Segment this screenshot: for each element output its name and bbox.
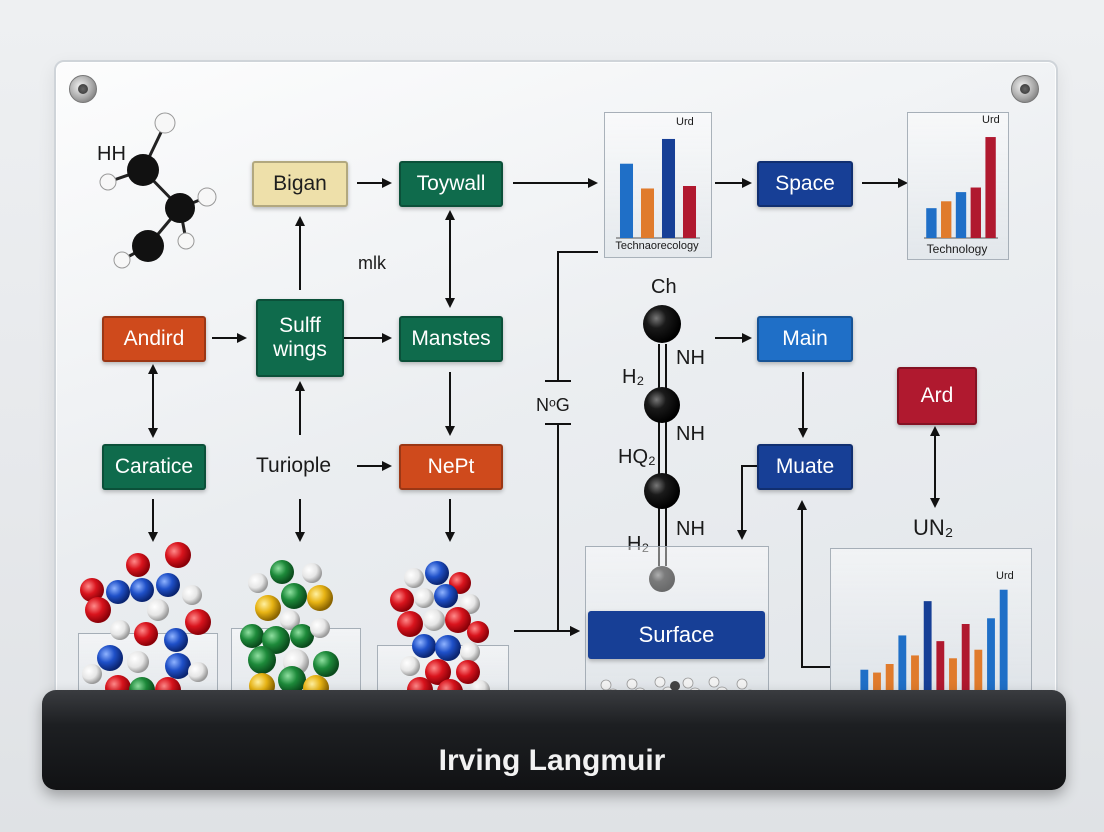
sulff-wings-box: Sulff wings xyxy=(256,299,344,377)
screw-icon xyxy=(1011,75,1039,103)
chart-bar xyxy=(955,192,967,238)
chart-corner-label: Urd xyxy=(676,116,694,128)
andird-box: Andird xyxy=(102,316,206,362)
screw-icon xyxy=(69,75,97,103)
display-base xyxy=(42,690,1066,790)
chain-label-ch: Ch xyxy=(651,276,677,298)
chart-bar xyxy=(961,624,970,704)
bigan-box: Bigan xyxy=(252,161,348,207)
chart-bar xyxy=(860,669,869,704)
chart-bar xyxy=(970,187,981,238)
chart-bar xyxy=(985,137,996,238)
ard-box: Ard xyxy=(897,367,977,425)
chart-bar xyxy=(923,601,932,704)
turiople-label: Turiople xyxy=(256,454,332,477)
chart-bar xyxy=(949,658,957,704)
chart-caption: Technology xyxy=(926,242,988,256)
chart-bar xyxy=(999,589,1008,704)
chart-bar xyxy=(682,186,697,238)
muate-box: Muate xyxy=(757,444,853,490)
nameplate-label: Irving Langmuir xyxy=(438,744,666,777)
chart-bar xyxy=(619,163,634,238)
chart-caption: Technaorecology xyxy=(615,240,699,252)
molecule-label: HH xyxy=(97,143,126,165)
space-box: Space xyxy=(757,161,853,207)
chart-bar xyxy=(911,655,919,704)
chart-bar xyxy=(987,618,995,704)
chain-label-h2: H₂ xyxy=(627,533,650,555)
nept-box: NePt xyxy=(399,444,503,490)
chart-bar xyxy=(885,664,894,704)
chart-bar xyxy=(640,188,655,238)
chain-label-nh: NH xyxy=(676,518,705,540)
chart-bar xyxy=(898,635,907,704)
float-label: mlk xyxy=(358,253,386,273)
chart-bar xyxy=(974,649,983,704)
chain-label-hq2: HQ₂ xyxy=(618,446,656,468)
caratice-box: Caratice xyxy=(102,444,206,490)
chart-bar xyxy=(926,208,937,238)
main-box: Main xyxy=(757,316,853,362)
chain-label-nh: NH xyxy=(676,423,705,445)
chart-bar xyxy=(941,201,952,238)
chain-label-h2: H₂ xyxy=(622,366,645,388)
chart-bar xyxy=(936,641,945,704)
un2-label: UN₂ xyxy=(913,515,954,540)
nog-label: NᵒG xyxy=(536,395,570,415)
acrylic-display-panel xyxy=(54,60,1058,716)
surface-band: Surface xyxy=(588,611,765,659)
chart-bar xyxy=(873,672,881,704)
chain-label-nh: NH xyxy=(676,347,705,369)
manstes-box: Manstes xyxy=(399,316,503,362)
chart-corner-label: Urd xyxy=(982,114,1000,126)
chart-corner-label: Urd xyxy=(996,570,1014,582)
chart-bar xyxy=(661,138,676,238)
toywall-box: Toywall xyxy=(399,161,503,207)
